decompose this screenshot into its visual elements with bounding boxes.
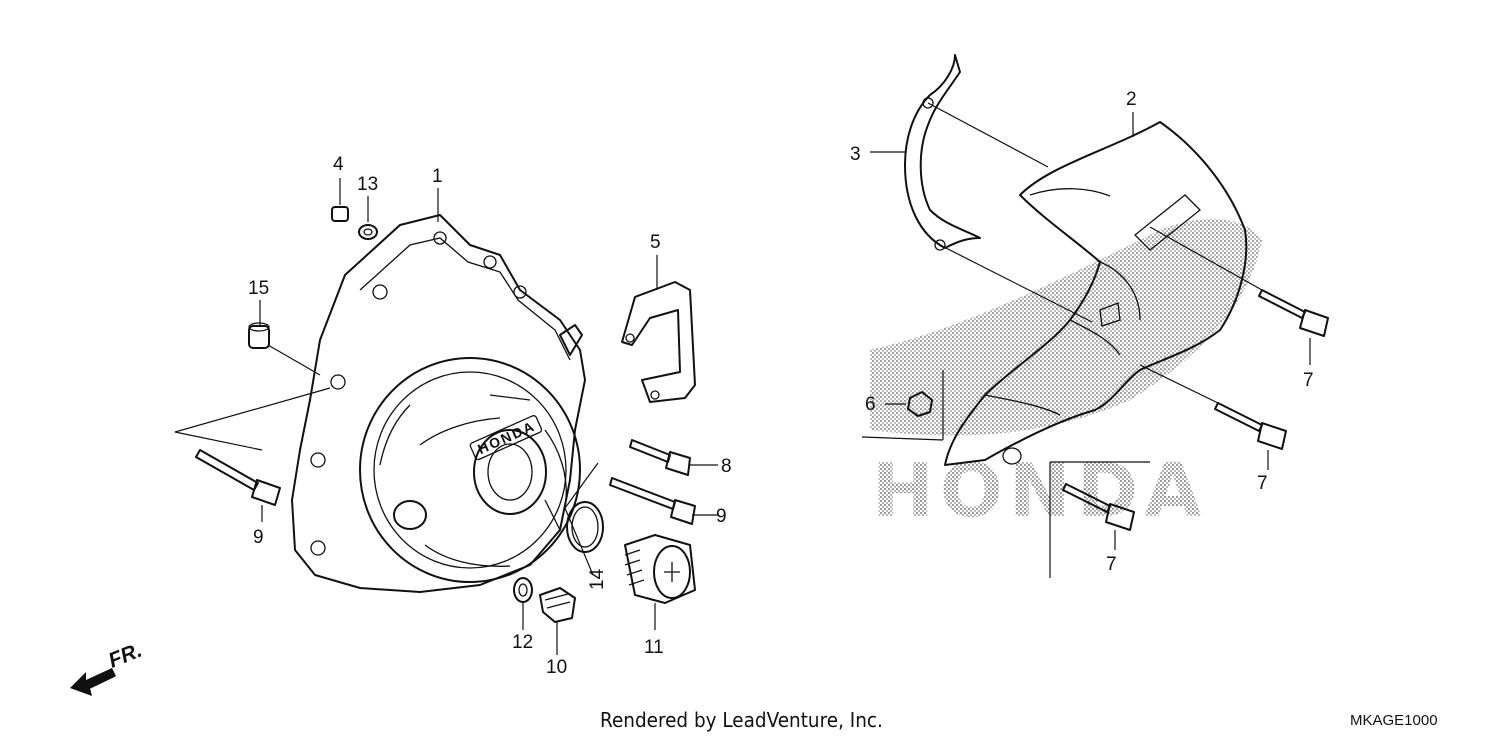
part-label-7-lower: 7	[1106, 554, 1117, 575]
bolt-7-lower[interactable]	[1062, 483, 1135, 531]
bolt-7-middle[interactable]	[1214, 402, 1287, 450]
part-label-10: 10	[546, 657, 567, 678]
part-label-12: 12	[512, 632, 533, 653]
watermark-area: HONDA	[870, 219, 1262, 534]
bolt-9-right[interactable]	[609, 477, 696, 525]
watermark-swoosh	[870, 219, 1262, 436]
bracket-5[interactable]	[621, 281, 696, 403]
watermark-text: HONDA	[872, 448, 1207, 534]
dowel-pin-4[interactable]	[331, 206, 349, 222]
sprocket-cover-2[interactable]	[944, 121, 1248, 466]
bolt-9-left[interactable]	[195, 449, 281, 506]
washer-12[interactable]	[513, 577, 533, 603]
washer-13[interactable]	[358, 224, 378, 240]
part-label-7-upper: 7	[1303, 370, 1314, 391]
part-label-7-middle: 7	[1257, 473, 1268, 494]
part-label-13: 13	[357, 174, 378, 195]
cover-gasket-3[interactable]	[904, 54, 981, 251]
part-label-4: 4	[333, 154, 344, 175]
nut-6[interactable]	[907, 391, 933, 417]
front-direction-indicator: FR.	[70, 639, 145, 696]
bolt-7-upper[interactable]	[1258, 289, 1329, 337]
front-tag: FR.	[105, 639, 145, 673]
leader-lines	[174, 102, 1311, 655]
part-label-15: 15	[248, 278, 269, 299]
part-label-9-right: 9	[716, 506, 727, 527]
plug-10[interactable]	[539, 587, 576, 623]
part-label-8: 8	[721, 456, 732, 477]
part-labels: 4 13 1 15 9 5 8 9 14 12 10 11 3 2 7 6 7 …	[248, 89, 1314, 678]
o-ring-14[interactable]	[566, 501, 604, 553]
part-label-9-left: 9	[253, 527, 264, 548]
diagram-code: MKAGE1000	[1350, 712, 1438, 729]
bolt-8[interactable]	[629, 439, 691, 476]
part-label-14: 14	[587, 568, 608, 590]
part-label-3: 3	[850, 144, 861, 165]
part-label-6: 6	[865, 394, 876, 415]
left-crankcase-cover[interactable]: HONDA	[291, 214, 586, 593]
part-label-11: 11	[644, 637, 664, 658]
plug-cap-11[interactable]	[624, 534, 696, 604]
footer: Rendered by LeadVenture, Inc. MKAGE1000	[0, 708, 1500, 738]
dowel-15[interactable]	[248, 322, 270, 349]
part-label-2: 2	[1126, 89, 1137, 110]
render-credit: Rendered by LeadVenture, Inc.	[600, 708, 883, 732]
part-label-1: 1	[432, 166, 443, 187]
part-label-5: 5	[650, 232, 661, 253]
